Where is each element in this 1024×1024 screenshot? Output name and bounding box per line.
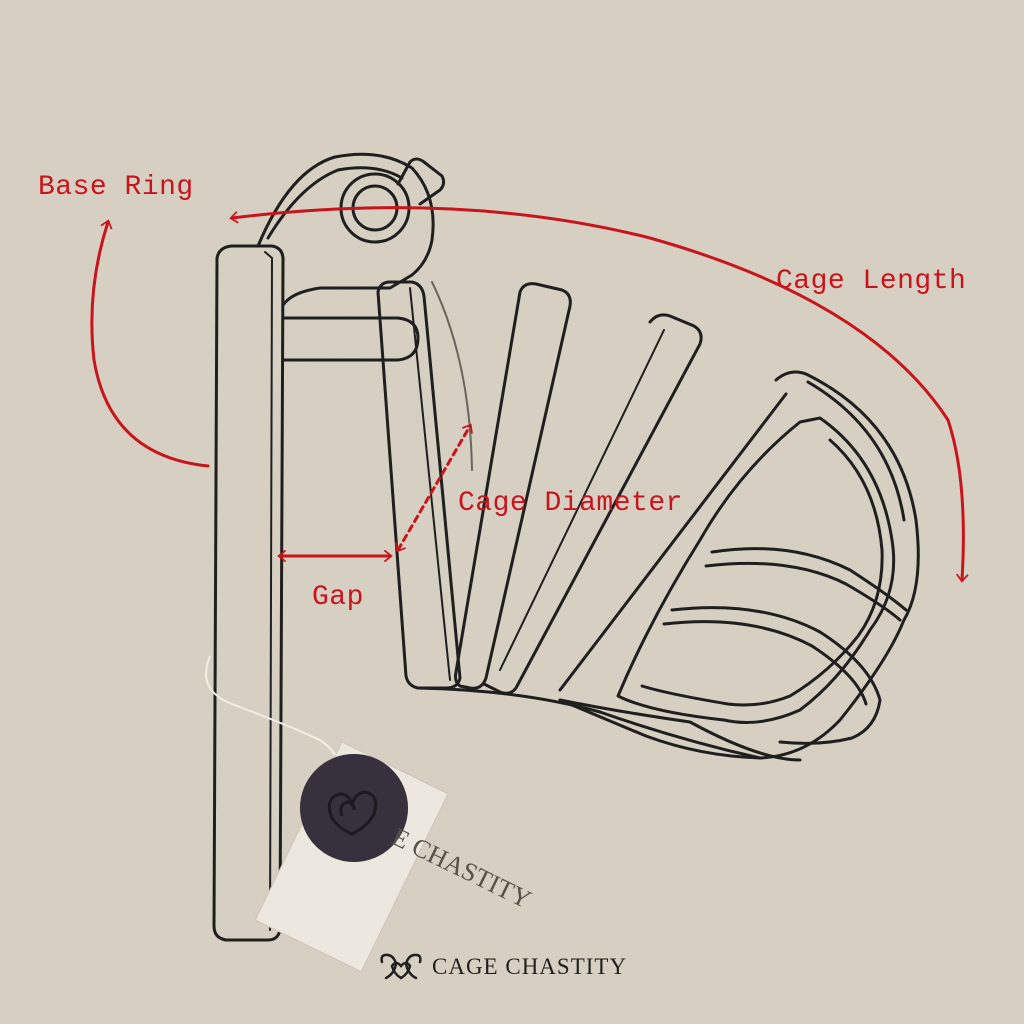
annotations [90,206,969,583]
tip-band-2 [670,606,882,745]
seal-hearts-icon [327,790,378,836]
tag-string [205,655,343,773]
cage-length-arrow [229,206,969,583]
brand-name: CAGE CHASTITY [432,954,628,979]
base-ring-arrow [90,219,210,468]
lock-pin [396,157,446,206]
cage-underside [416,686,762,760]
cage-diameter-arrow [395,423,473,553]
cage-length-label: Cage Length [776,266,967,297]
brand-footer: CAGE CHASTITY [378,952,627,982]
base-ring-label: Base Ring [38,172,194,203]
cage-diameter-label: Cage Diameter [458,488,683,519]
tip-band-2-b [662,620,868,706]
tip-base [558,698,802,762]
tag-assembly [205,655,449,973]
hearts-logo-icon [380,953,422,980]
gap-label: Gap [312,582,364,613]
